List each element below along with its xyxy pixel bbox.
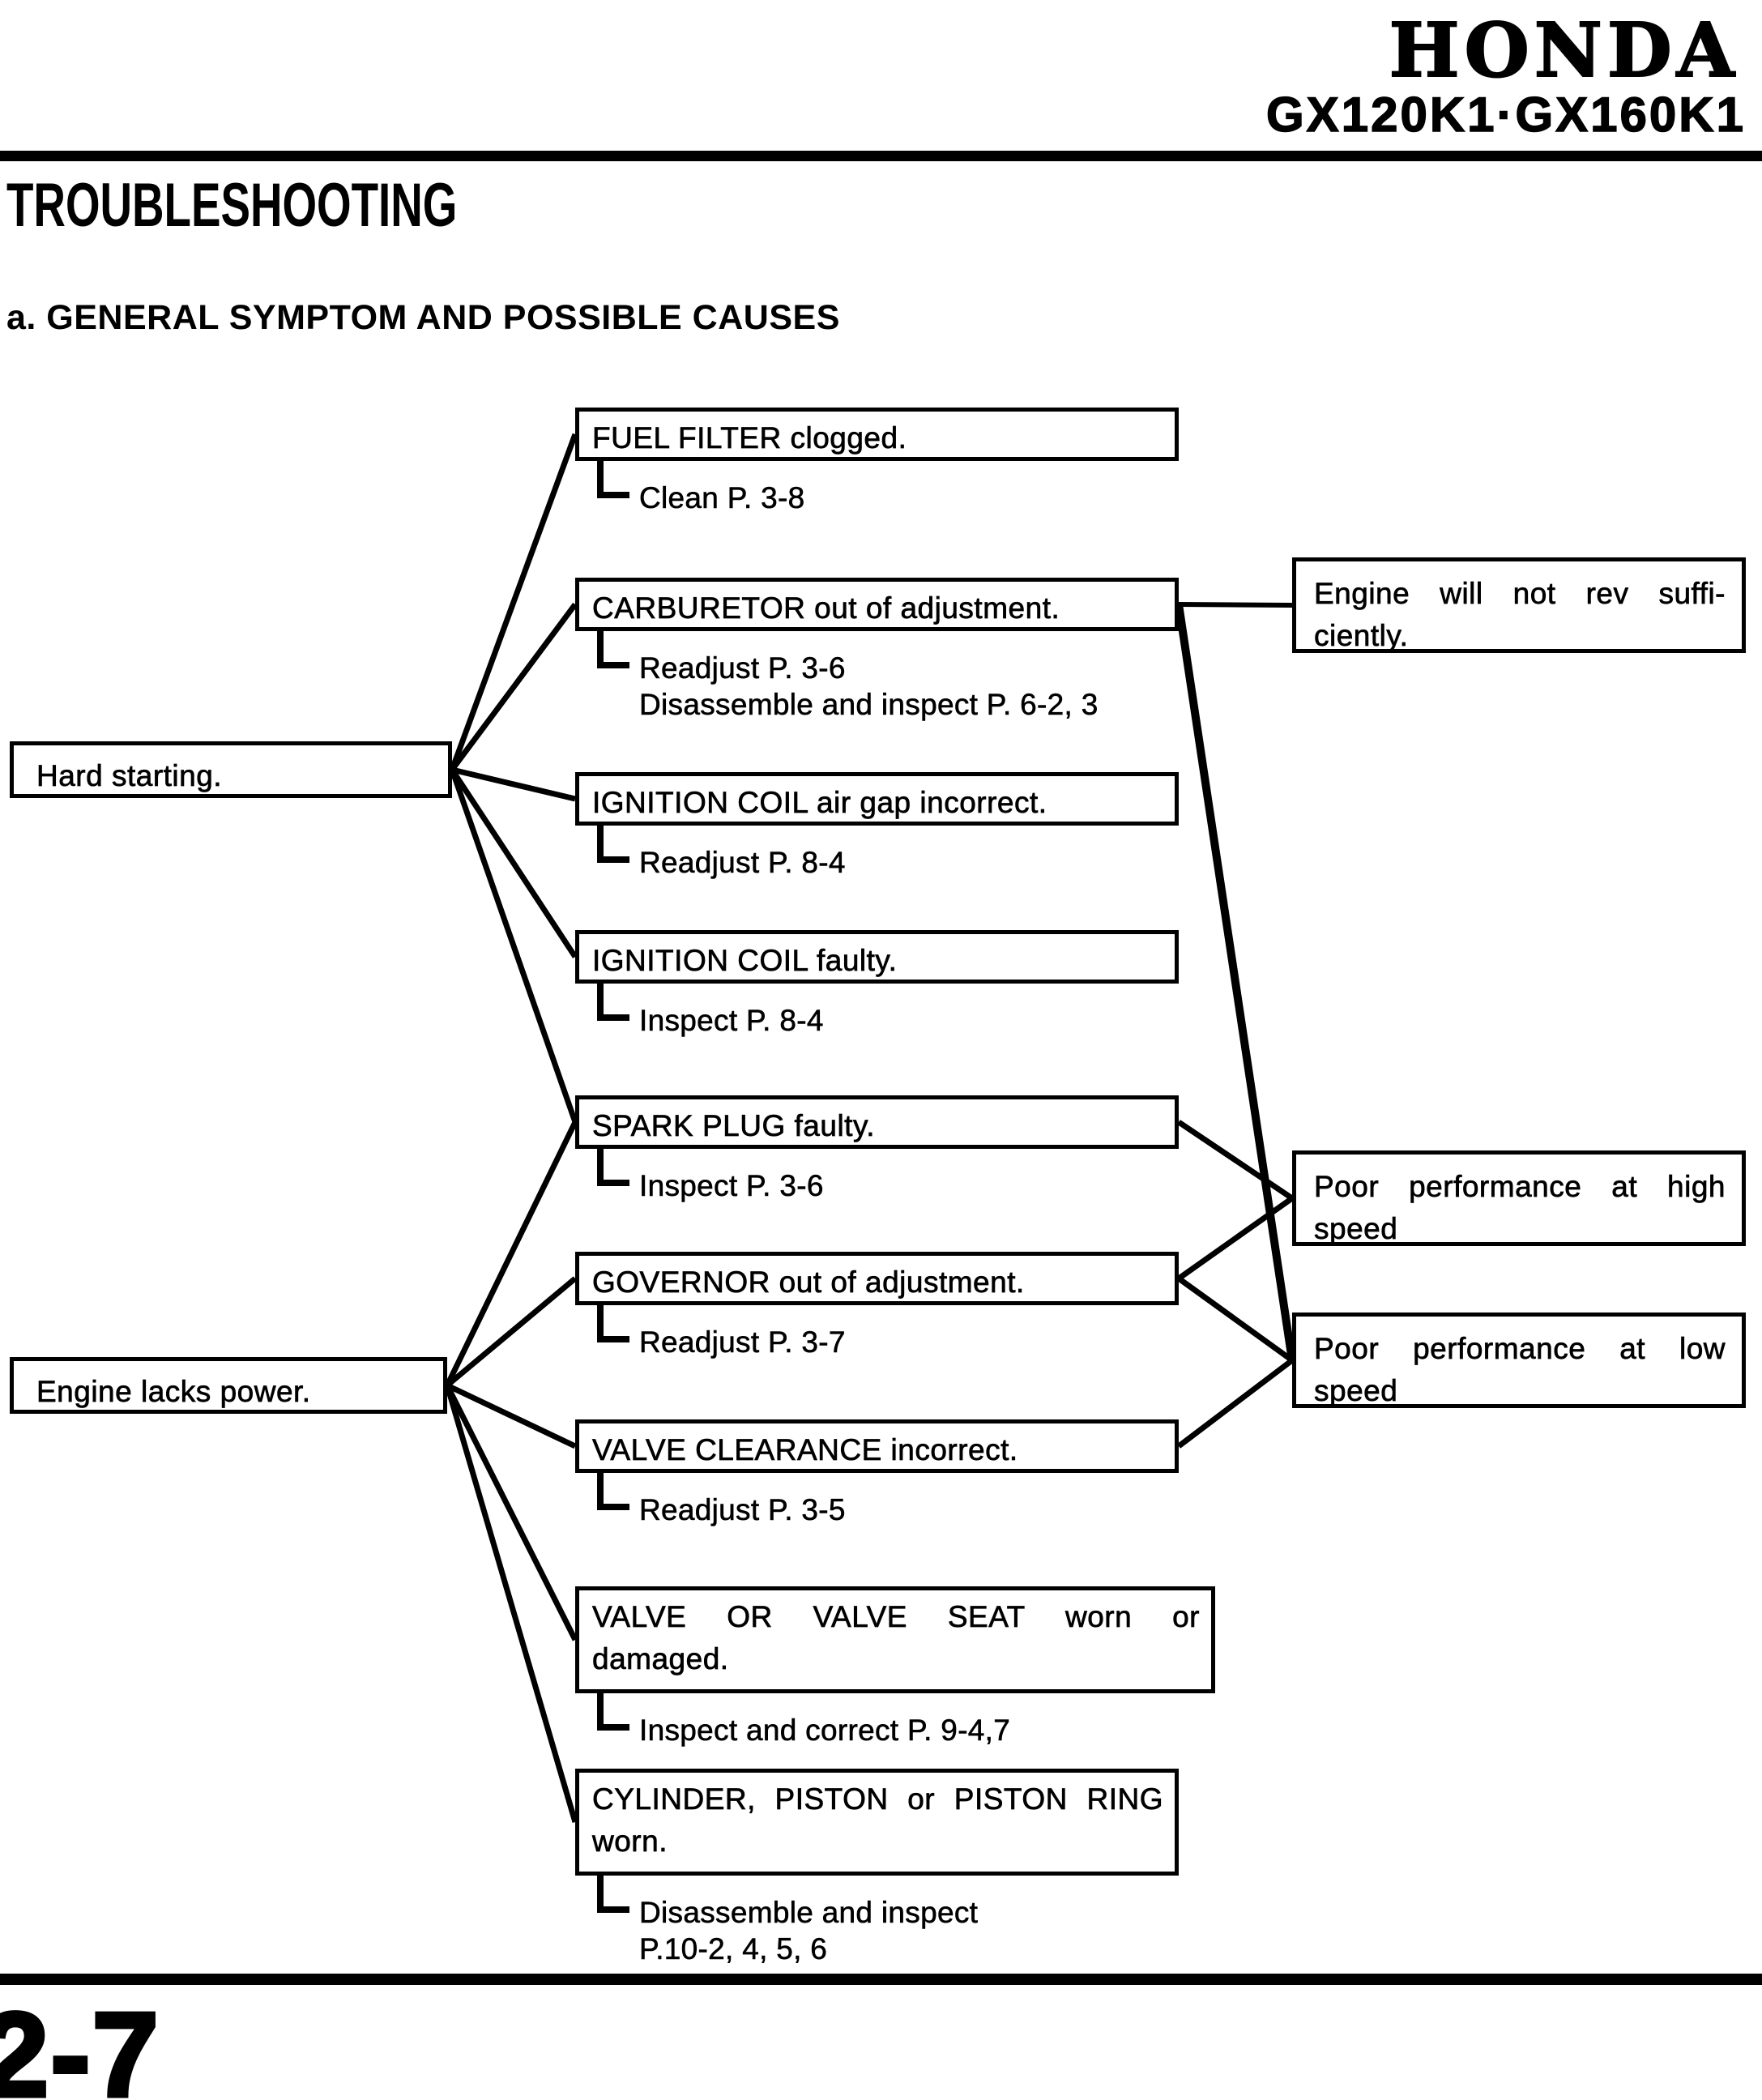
bracket-icon bbox=[597, 1305, 629, 1342]
cause-carburetor: CARBURETOR out of adjustment. bbox=[575, 578, 1179, 631]
cause-valve-clearance: VALVE CLEARANCE incorrect. bbox=[575, 1419, 1179, 1473]
cause-block-ignition-coil-air-gap: IGNITION COIL air gap incorrect. Readjus… bbox=[575, 772, 1179, 881]
cause-label: VALVE OR VALVE SEAT worn or bbox=[592, 1600, 1200, 1634]
remedy: Inspect and correct P. 9-4,7 bbox=[597, 1693, 1215, 1748]
cause-block-spark-plug: SPARK PLUG faulty. Inspect P. 3-6 bbox=[575, 1095, 1179, 1204]
remedy-line: Readjust P. 3-7 bbox=[639, 1325, 846, 1359]
remedy-line: Readjust P. 3-6 bbox=[639, 651, 846, 685]
result-label: speed bbox=[1314, 1212, 1398, 1246]
bracket-icon bbox=[597, 1473, 629, 1510]
remedy: Readjust P. 3-5 bbox=[597, 1473, 1179, 1528]
cause-label: CARBURETOR out of adjustment. bbox=[592, 591, 1060, 625]
symptom-label: Engine lacks power. bbox=[36, 1375, 311, 1409]
cause-block-ignition-coil-faulty: IGNITION COIL faulty. Inspect P. 8-4 bbox=[575, 930, 1179, 1039]
bracket-icon bbox=[597, 631, 629, 668]
cause-block-valve-clearance: VALVE CLEARANCE incorrect. Readjust P. 3… bbox=[575, 1419, 1179, 1528]
remedy-line: Readjust P. 3-5 bbox=[639, 1493, 846, 1527]
remedy-line: Disassemble and inspect P. 6-2, 3 bbox=[639, 688, 1099, 722]
result-no-rev: Engine will not rev suffi- ciently. bbox=[1292, 557, 1746, 653]
cause-label: SPARK PLUG faulty. bbox=[592, 1109, 875, 1143]
cause-block-carburetor: CARBURETOR out of adjustment. Readjust P… bbox=[575, 578, 1179, 723]
result-label: Poor performance at high bbox=[1314, 1170, 1726, 1204]
remedy-line: Readjust P. 8-4 bbox=[639, 846, 846, 880]
subsection-title: a. GENERAL SYMPTOM AND POSSIBLE CAUSES bbox=[6, 298, 840, 337]
remedy: Readjust P. 8-4 bbox=[597, 826, 1179, 881]
cause-block-valve-seat: VALVE OR VALVE SEAT worn or damaged. Ins… bbox=[575, 1586, 1215, 1748]
result-poor-low: Poor performance at low speed bbox=[1292, 1312, 1746, 1408]
bracket-icon bbox=[597, 1149, 629, 1186]
cause-label: IGNITION COIL faulty. bbox=[592, 944, 898, 978]
remedy-line: P.10-2, 4, 5, 6 bbox=[639, 1932, 828, 1966]
symptom-engine-lacks-power: Engine lacks power. bbox=[10, 1357, 447, 1414]
remedy-line: Inspect and correct P. 9-4,7 bbox=[639, 1714, 1011, 1748]
cause-label: FUEL FILTER clogged. bbox=[592, 421, 907, 455]
model-code: GX120K1·GX160K1 bbox=[1265, 88, 1746, 142]
remedy: Disassemble and inspect P.10-2, 4, 5, 6 bbox=[597, 1876, 1179, 1967]
result-label: Engine will not rev suffi- bbox=[1314, 577, 1726, 611]
bracket-icon bbox=[597, 826, 629, 863]
cause-governor: GOVERNOR out of adjustment. bbox=[575, 1252, 1179, 1305]
cause-label: VALVE CLEARANCE incorrect. bbox=[592, 1433, 1018, 1467]
remedy-line: Disassemble and inspect bbox=[639, 1896, 979, 1930]
remedy-line: Inspect P. 8-4 bbox=[639, 1004, 824, 1038]
cause-label: worn. bbox=[592, 1825, 668, 1859]
cause-block-fuel-filter: FUEL FILTER clogged. Clean P. 3-8 bbox=[575, 408, 1179, 516]
cause-block-cylinder: CYLINDER, PISTON or PISTON RING worn. Di… bbox=[575, 1769, 1179, 1967]
remedy: Inspect P. 8-4 bbox=[597, 984, 1179, 1039]
cause-label: damaged. bbox=[592, 1642, 729, 1676]
cause-valve-seat: VALVE OR VALVE SEAT worn or damaged. bbox=[575, 1586, 1215, 1693]
honda-logo: HONDA bbox=[1389, 6, 1739, 94]
cause-ignition-coil-faulty: IGNITION COIL faulty. bbox=[575, 930, 1179, 984]
cause-spark-plug: SPARK PLUG faulty. bbox=[575, 1095, 1179, 1149]
cause-label: CYLINDER, PISTON or PISTON RING bbox=[592, 1782, 1163, 1816]
bracket-icon bbox=[597, 461, 629, 498]
bracket-icon bbox=[597, 1876, 629, 1913]
remedy: Readjust P. 3-6 Disassemble and inspect … bbox=[597, 631, 1179, 723]
result-label: Poor performance at low bbox=[1314, 1332, 1726, 1366]
remedy-line: Clean P. 3-8 bbox=[639, 481, 805, 515]
result-label: ciently. bbox=[1314, 619, 1409, 653]
header-rule bbox=[0, 151, 1762, 161]
cause-ignition-coil-air-gap: IGNITION COIL air gap incorrect. bbox=[575, 772, 1179, 826]
remedy-line: Inspect P. 3-6 bbox=[639, 1169, 824, 1203]
symptom-hard-starting: Hard starting. bbox=[10, 741, 452, 798]
bracket-icon bbox=[597, 984, 629, 1021]
remedy: Clean P. 3-8 bbox=[597, 461, 1179, 516]
result-poor-high: Poor performance at high speed bbox=[1292, 1150, 1746, 1246]
cause-cylinder: CYLINDER, PISTON or PISTON RING worn. bbox=[575, 1769, 1179, 1876]
remedy: Inspect P. 3-6 bbox=[597, 1149, 1179, 1204]
result-label: speed bbox=[1314, 1374, 1398, 1408]
page-number: 2-7 bbox=[0, 1987, 160, 2100]
cause-block-governor: GOVERNOR out of adjustment. Readjust P. … bbox=[575, 1252, 1179, 1360]
remedy: Readjust P. 3-7 bbox=[597, 1305, 1179, 1360]
page-title: TROUBLESHOOTING bbox=[6, 171, 458, 240]
cause-label: GOVERNOR out of adjustment. bbox=[592, 1266, 1025, 1300]
cause-fuel-filter: FUEL FILTER clogged. bbox=[575, 408, 1179, 461]
cause-label: IGNITION COIL air gap incorrect. bbox=[592, 786, 1047, 820]
bracket-icon bbox=[597, 1693, 629, 1731]
symptom-label: Hard starting. bbox=[36, 759, 223, 793]
footer-rule bbox=[0, 1974, 1762, 1985]
